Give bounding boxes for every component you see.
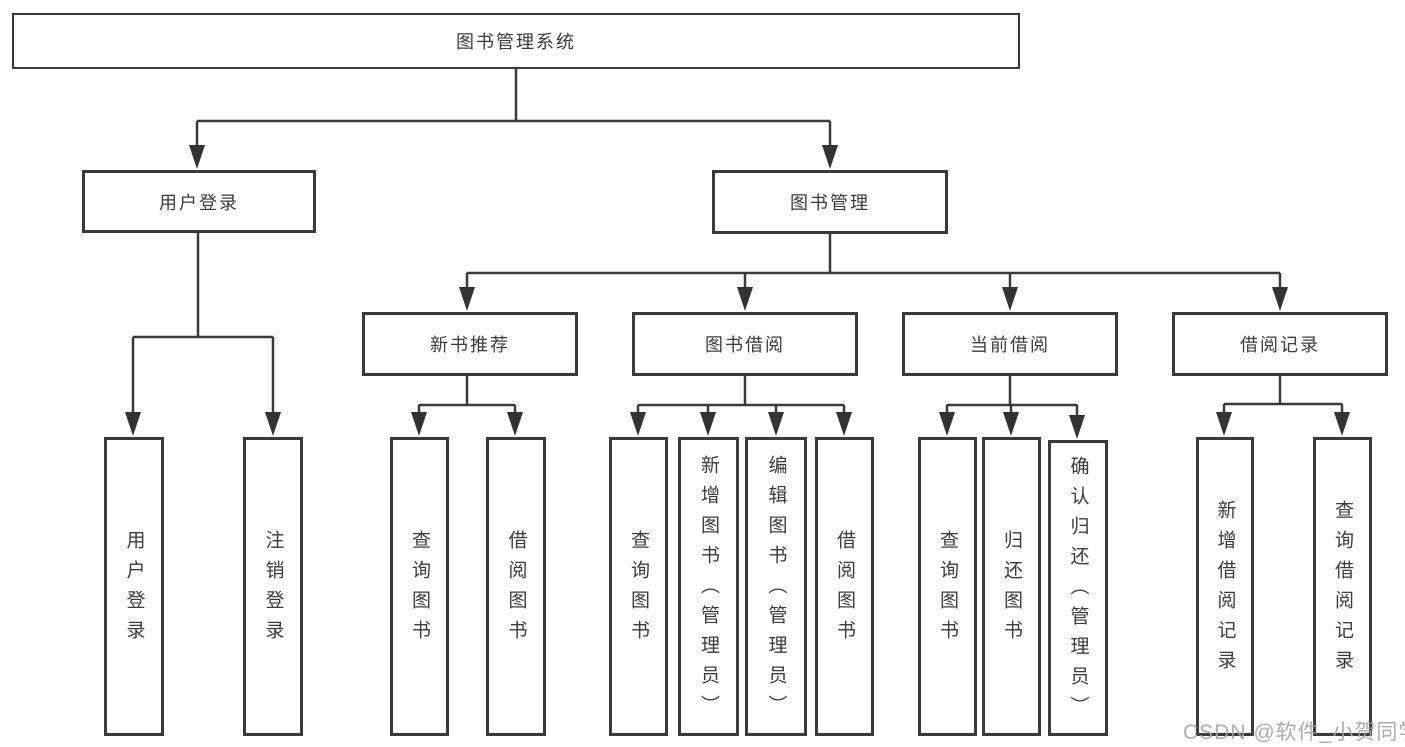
leaf-query-book-borrow: 查询图书 (609, 437, 668, 736)
node-book-management: 图书管理 (712, 170, 948, 234)
node-new-book-recommend: 新书推荐 (362, 312, 578, 376)
arrowheads (125, 145, 1350, 439)
leaf-edit-book-admin: 编辑图书（管理员） (745, 437, 807, 736)
leaf-query-book-current: 查询图书 (918, 437, 977, 736)
leaf-borrow-book: 借阅图书 (815, 437, 874, 736)
leaf-query-book-recommend: 查询图书 (390, 437, 449, 736)
leaf-return-book: 归还图书 (982, 437, 1041, 736)
leaf-add-book-admin: 新增图书（管理员） (678, 437, 739, 736)
leaf-add-borrow-record: 新增借阅记录 (1196, 437, 1254, 736)
leaf-confirm-return-admin: 确认归还（管理员） (1048, 440, 1108, 736)
node-user-login: 用户登录 (82, 170, 316, 233)
node-current-borrow: 当前借阅 (902, 312, 1118, 376)
leaf-borrow-book-recommend: 借阅图书 (486, 437, 546, 736)
leaf-user-login: 用户登录 (104, 437, 164, 736)
leaf-logout: 注销登录 (243, 437, 303, 736)
csdn-watermark: CSDN @软件_小贺同学 (1183, 721, 1405, 744)
node-root-library-system: 图书管理系统 (12, 13, 1020, 69)
node-book-borrow: 图书借阅 (632, 312, 858, 376)
node-borrow-record: 借阅记录 (1172, 312, 1388, 376)
leaf-query-borrow-record: 查询借阅记录 (1313, 437, 1372, 736)
